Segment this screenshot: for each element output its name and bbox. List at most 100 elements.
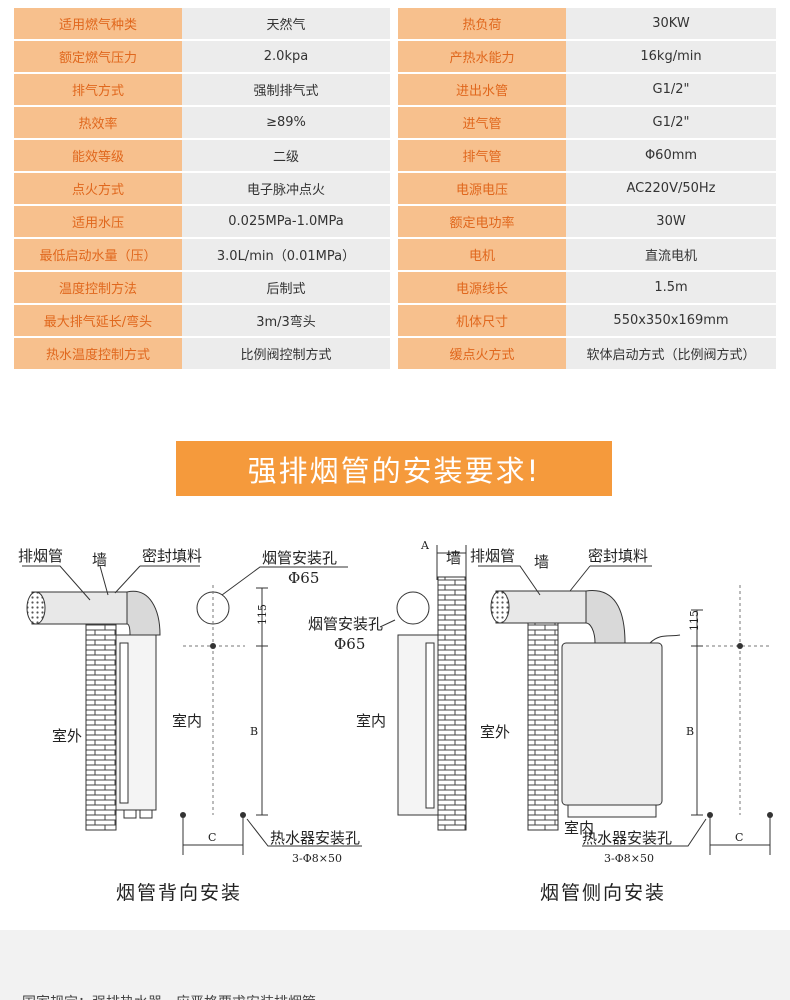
left-wall <box>85 599 117 831</box>
spec-key-left: 额定燃气压力 <box>14 41 182 74</box>
spec-value-right: 软体启动方式（比例阀方式） <box>566 338 776 371</box>
spec-value-left: 2.0kpa <box>182 41 390 74</box>
left-diagram: 排烟管 墙 密封填料 室外 烟管安装孔 Φ65 室内 115 B C 热水器安装… <box>18 547 362 904</box>
spec-value-left: 电子脉冲点火 <box>182 173 390 206</box>
spec-value-left: 3.0L/min（0.01MPa） <box>182 239 390 272</box>
left-dim-c: C <box>208 831 216 844</box>
spec-gap <box>390 41 398 74</box>
spec-value-right: 直流电机 <box>566 239 776 272</box>
spec-gap <box>390 8 398 41</box>
spec-value-left: 天然气 <box>182 8 390 41</box>
right-flue-label: 排烟管 <box>470 547 515 565</box>
left-seal-label: 密封填料 <box>142 547 202 565</box>
right-dim-115: 115 <box>688 610 701 631</box>
spec-key-left: 最低启动水量（压） <box>14 239 182 272</box>
spec-value-right: G1/2" <box>566 107 776 140</box>
spec-key-right: 电源线长 <box>398 272 566 305</box>
spec-key-right: 产热水能力 <box>398 41 566 74</box>
spec-value-right: Φ60mm <box>566 140 776 173</box>
spec-value-right: 30KW <box>566 8 776 41</box>
middle-wall <box>437 576 467 831</box>
spec-value-left: 比例阀控制方式 <box>182 338 390 371</box>
spec-value-right: G1/2" <box>566 74 776 107</box>
middle-diagram: A 墙 烟管安装孔 Φ65 室内 <box>308 539 467 831</box>
installation-diagram: 排烟管 墙 密封填料 室外 烟管安装孔 Φ65 室内 115 B C 热水器安装… <box>0 525 790 915</box>
spec-gap <box>390 206 398 239</box>
right-wall-label: 墙 <box>534 553 549 571</box>
spec-key-left: 能效等级 <box>14 140 182 173</box>
right-seal-label: 密封填料 <box>588 547 648 565</box>
right-pipe-elbow <box>585 590 626 644</box>
spec-value-left: 0.025MPa-1.0MPa <box>182 206 390 239</box>
middle-flue-hole <box>396 591 430 625</box>
middle-hole-label: 烟管安装孔 <box>308 615 383 633</box>
left-flue-label: 排烟管 <box>18 547 63 565</box>
spec-value-left: 强制排气式 <box>182 74 390 107</box>
right-heater <box>561 642 663 806</box>
right-mount-label: 热水器安装孔 <box>582 829 672 847</box>
left-caption: 烟管背向安装 <box>116 882 242 904</box>
spec-key-right: 热负荷 <box>398 8 566 41</box>
left-pipe-elbow <box>126 590 161 636</box>
spec-value-left: 后制式 <box>182 272 390 305</box>
spec-value-right: 1.5m <box>566 272 776 305</box>
spec-gap <box>390 239 398 272</box>
left-mount-dim: 3-Φ8×50 <box>292 852 342 865</box>
right-outdoor-label: 室外 <box>480 723 510 741</box>
spec-key-left: 热水温度控制方式 <box>14 338 182 371</box>
left-dim-115: 115 <box>256 604 269 625</box>
spec-value-right: AC220V/50Hz <box>566 173 776 206</box>
left-hole-label: 烟管安装孔 <box>262 549 337 567</box>
middle-hole-dim: Φ65 <box>334 635 365 653</box>
left-dim-b: B <box>250 725 258 738</box>
spec-value-right: 16kg/min <box>566 41 776 74</box>
left-indoor-label: 室内 <box>172 712 202 730</box>
spec-value-right: 550x350x169mm <box>566 305 776 338</box>
right-dim-c: C <box>735 831 743 844</box>
spec-key-left: 最大排气延长/弯头 <box>14 305 182 338</box>
spec-gap <box>390 173 398 206</box>
right-indoor-label: 室内 <box>564 819 594 837</box>
left-outdoor-label: 室外 <box>52 727 82 745</box>
spec-key-right: 电源电压 <box>398 173 566 206</box>
spec-value-left: 3m/3弯头 <box>182 305 390 338</box>
right-flue-pipe <box>495 590 587 624</box>
spec-key-left: 适用燃气种类 <box>14 8 182 41</box>
spec-key-right: 缓点火方式 <box>398 338 566 371</box>
left-flue-hole <box>196 591 230 625</box>
right-wall <box>527 599 559 831</box>
spec-value-right: 30W <box>566 206 776 239</box>
left-wall-label: 墙 <box>92 551 107 569</box>
spec-key-left: 温度控制方法 <box>14 272 182 305</box>
left-mount-label: 热水器安装孔 <box>270 829 360 847</box>
spec-value-left: ≥89% <box>182 107 390 140</box>
right-pipe-mesh <box>490 590 510 624</box>
spec-key-right: 排气管 <box>398 140 566 173</box>
section-banner: 强排烟管的安装要求! <box>176 441 612 496</box>
middle-dim-a: A <box>420 539 430 552</box>
spec-gap <box>390 74 398 107</box>
banner-title: 强排烟管的安装要求! <box>247 453 541 488</box>
spec-gap <box>390 338 398 371</box>
spec-gap <box>390 140 398 173</box>
right-mount-dim: 3-Φ8×50 <box>604 852 654 865</box>
right-dim-b: B <box>686 725 694 738</box>
spec-key-right: 额定电功率 <box>398 206 566 239</box>
spec-gap <box>390 305 398 338</box>
middle-wall-label: 墙 <box>446 549 461 567</box>
right-diagram: 排烟管 墙 密封填料 室外 室内 115 B C 热水器安装孔 3-Φ8×50 … <box>470 547 773 904</box>
spec-key-left: 适用水压 <box>14 206 182 239</box>
spec-value-left: 二级 <box>182 140 390 173</box>
bottom-note: 国家规定：强排热水器，应严格要求安装排烟管 <box>22 992 316 1000</box>
spec-key-left: 热效率 <box>14 107 182 140</box>
spec-key-left: 排气方式 <box>14 74 182 107</box>
left-hole-dim: Φ65 <box>288 569 319 587</box>
spec-key-right: 机体尺寸 <box>398 305 566 338</box>
spec-key-left: 点火方式 <box>14 173 182 206</box>
spec-gap <box>390 107 398 140</box>
bottom-note-panel: 国家规定：强排热水器，应严格要求安装排烟管 <box>0 930 790 1000</box>
middle-indoor-label: 室内 <box>356 712 386 730</box>
spec-key-right: 进出水管 <box>398 74 566 107</box>
spec-gap <box>390 272 398 305</box>
